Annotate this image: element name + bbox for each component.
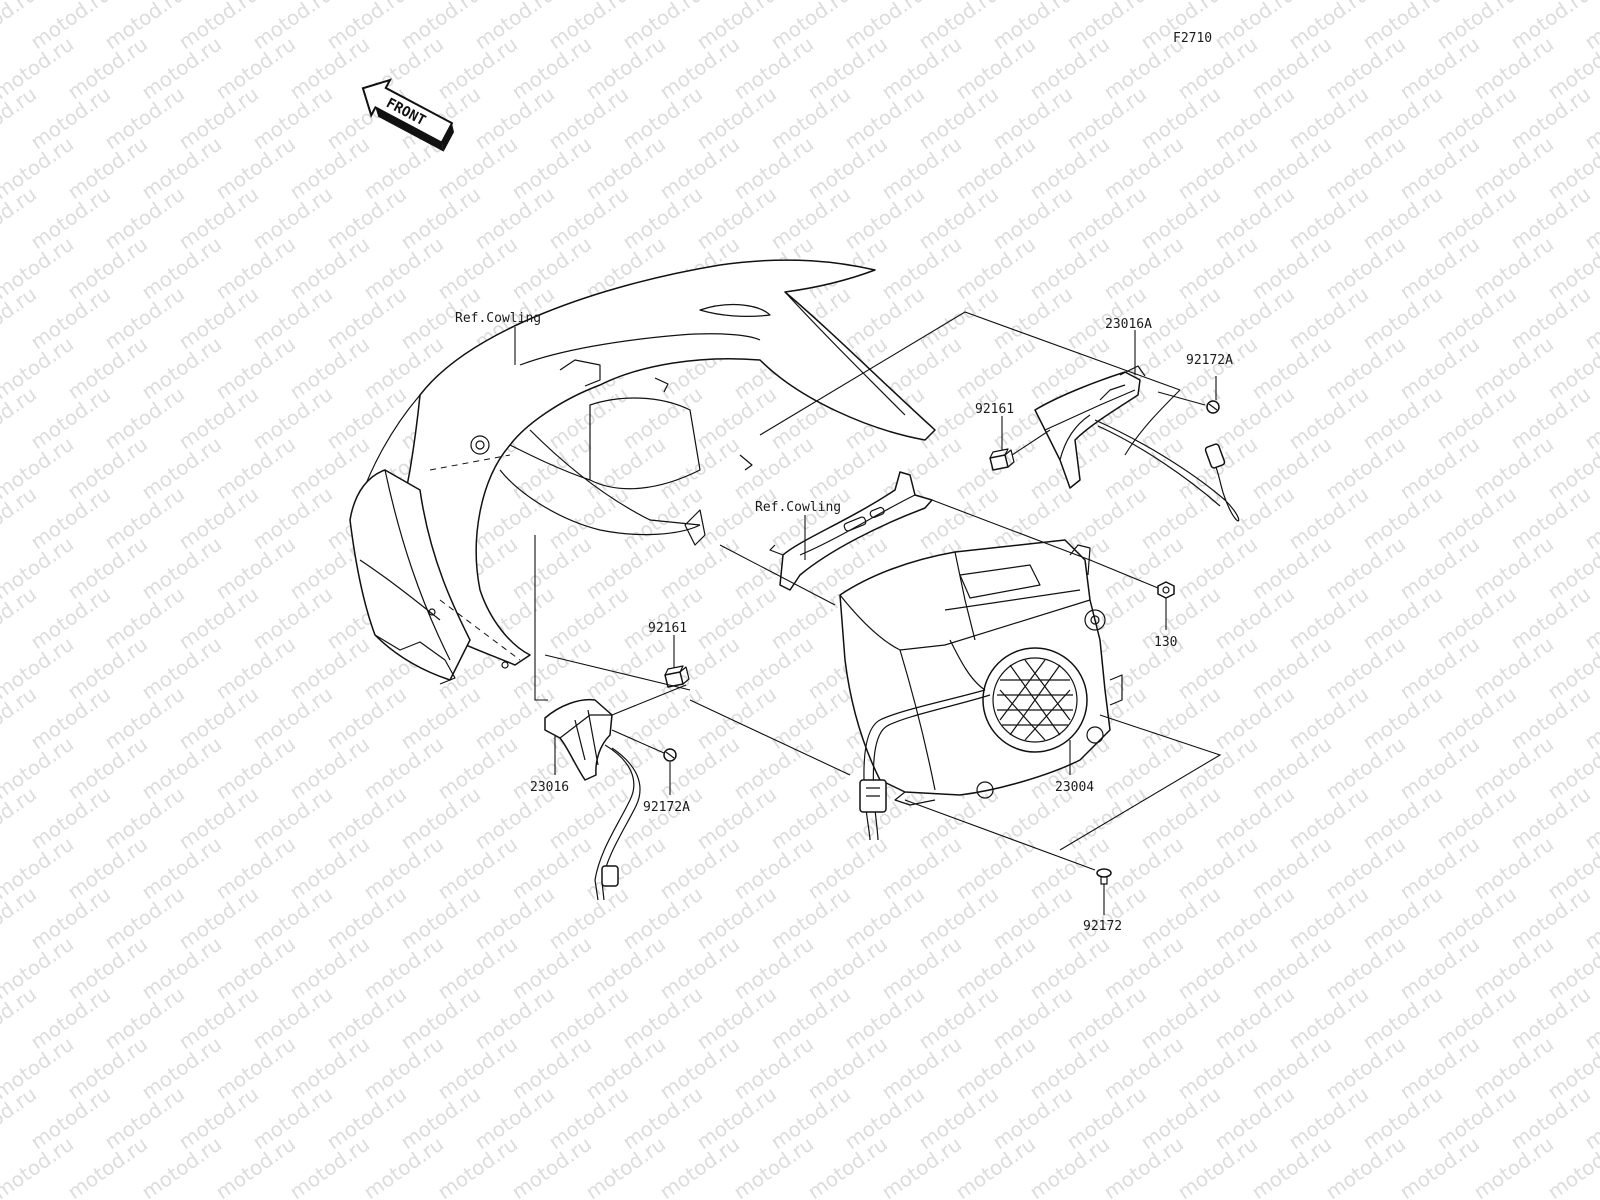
callout-130: 130 [1154, 635, 1177, 650]
screw-92172A-right-drawing [1206, 400, 1220, 414]
bolt-130-drawing [1157, 581, 1175, 599]
callout-23016: 23016 [530, 780, 569, 795]
callout-92172A-left: 92172A [643, 800, 690, 815]
callout-ref-cowling-top: Ref.Cowling [455, 311, 541, 326]
left-position-lamp-drawing [544, 698, 641, 901]
cowling-bracket-drawing [769, 471, 933, 591]
lens-grid [997, 659, 1073, 741]
front-arrow-icon: FRONT [361, 78, 454, 152]
callout-92172: 92172 [1083, 919, 1122, 934]
callout-92161-left: 92161 [648, 621, 687, 636]
callout-labels: Ref.Cowling Ref.Cowling 23016A 92172A 92… [455, 311, 1233, 934]
leader-lines [514, 311, 1222, 915]
callout-ref-cowling-bracket: Ref.Cowling [755, 500, 841, 515]
callout-92161-right: 92161 [975, 402, 1014, 417]
callout-23016A: 23016A [1105, 317, 1152, 332]
callout-23004: 23004 [1055, 780, 1094, 795]
right-position-lamp-drawing [1034, 365, 1240, 522]
cushion-right-drawing [989, 448, 1015, 471]
callout-92172A-right: 92172A [1186, 353, 1233, 368]
figure-code: F2710 [1173, 31, 1212, 46]
cushion-left-drawing [664, 665, 690, 688]
screw-92172A-left-drawing [663, 748, 677, 762]
upper-cowling-drawing [349, 259, 936, 685]
headlight-assembly-drawing [839, 539, 1123, 841]
